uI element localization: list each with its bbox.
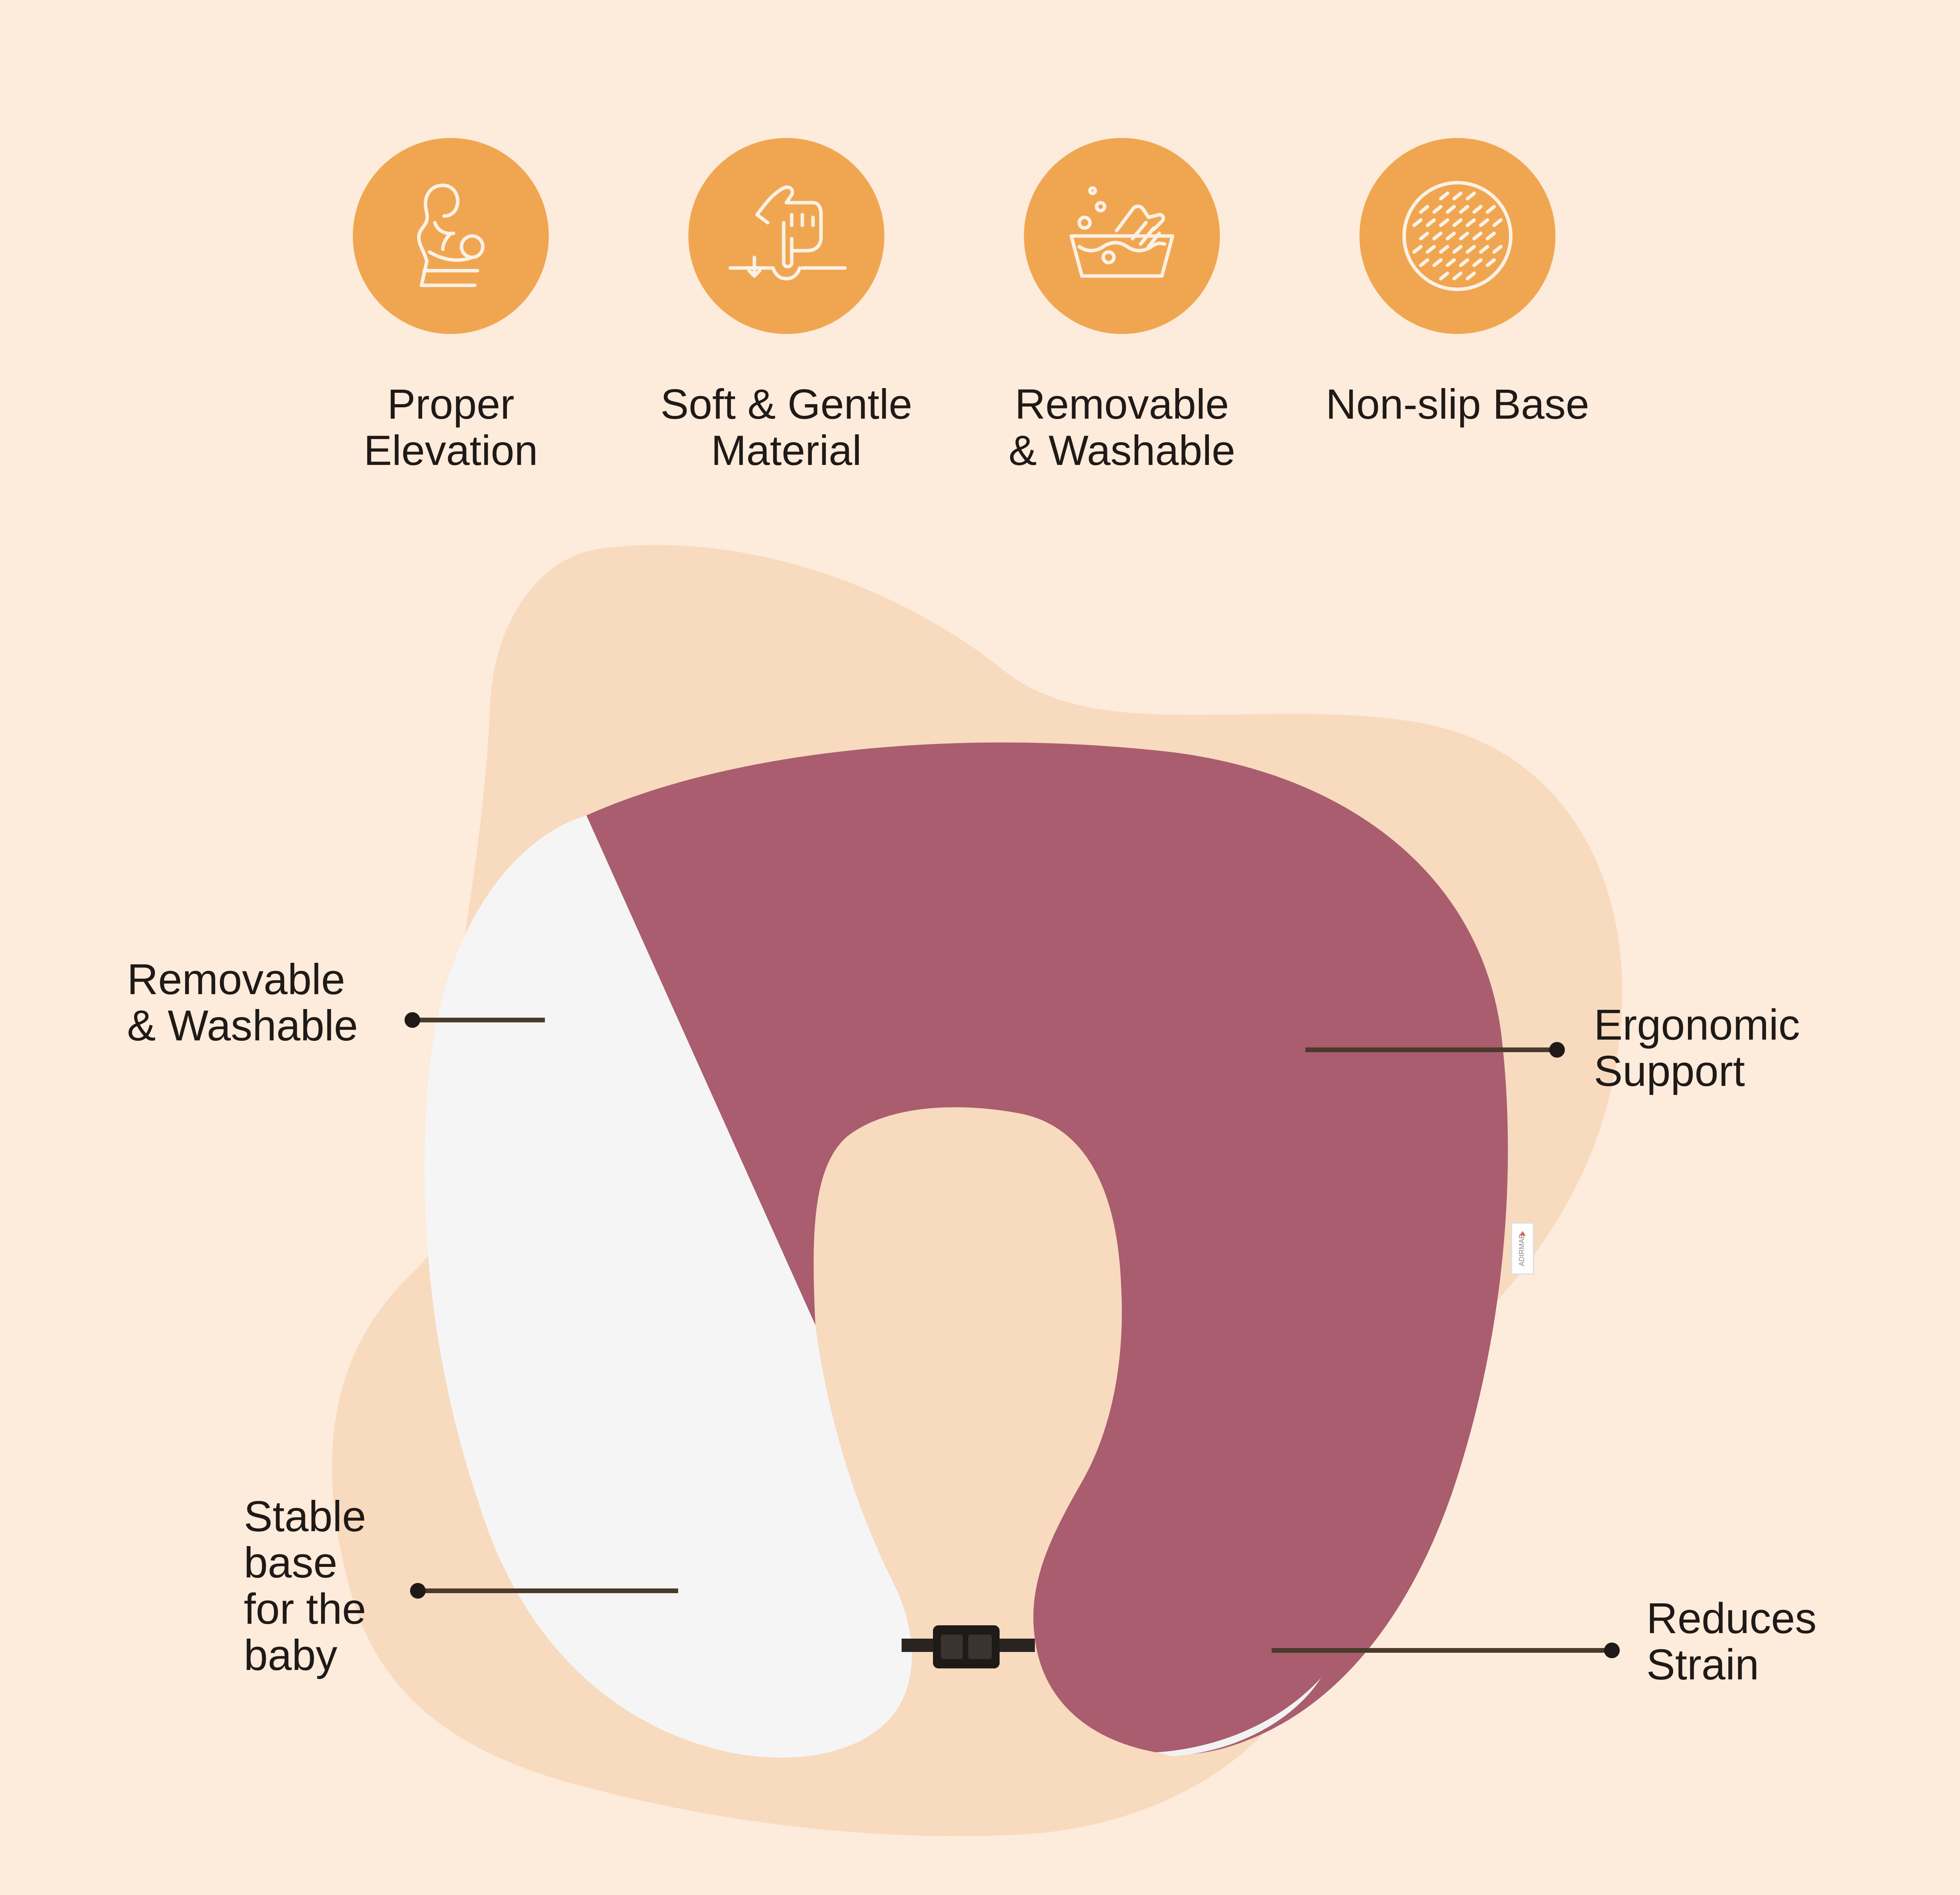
grip-dash [1452,271,1463,281]
grip-dash [1446,258,1456,267]
callout-removable-washable: Removable & Washable [127,955,358,1050]
grip-dash [1459,258,1469,267]
callout-stable-base: Stable base for the baby [244,1492,366,1679]
pillow-cover [586,742,1508,1755]
feature-circle [1359,138,1555,334]
product-tag-text: ADIRMAE [1518,1234,1526,1266]
feature-removable-washable: Removable & Washable [953,138,1290,474]
grip-dash [1472,205,1483,214]
grip-dash [1492,218,1503,227]
nursing-pillow-illustration: ADIRMAE [332,545,1622,1836]
grip-dash [1472,231,1483,241]
grip-dash [1452,218,1463,227]
grip-dash [1466,245,1476,254]
grip-dash [1492,245,1503,254]
grip-dash [1439,271,1449,281]
feature-proper-elevation: Proper Elevation [282,138,619,474]
grip-dash [1472,258,1483,267]
grip-dash [1466,218,1476,227]
feature-circle [688,138,884,334]
grip-dash [1432,258,1443,267]
feature-soft-gentle-material: Soft & Gentle Material [618,138,955,474]
product-tag: ADIRMAE [1511,1222,1534,1275]
grip-dash [1439,218,1449,227]
grip-dash [1412,245,1423,254]
grip-dash [1479,218,1489,227]
grip-dash [1419,231,1429,241]
grip-dash [1466,271,1476,281]
grip-dash [1412,218,1423,227]
grip-dash [1446,231,1456,241]
grip-dash [1479,245,1489,254]
feature-label: Soft & Gentle Material [660,380,913,474]
grip-dash [1439,245,1449,254]
hand-wash-basin-icon [1069,186,1174,278]
non-slip-dots-icon [1402,181,1513,291]
grip-dash [1486,205,1496,214]
feature-circle [353,138,549,334]
grip-dash [1459,205,1469,214]
grip-dash [1459,231,1469,241]
grip-dash [1486,231,1496,241]
grip-dash [1439,191,1449,201]
grip-dash [1452,191,1463,201]
breastfeeding-mother-icon [417,183,485,287]
feature-label: Proper Elevation [363,380,538,474]
callout-ergonomic-support: Ergonomic Support [1594,1001,1800,1095]
grip-dash [1486,258,1496,267]
grip-dash [1432,205,1443,214]
callout-reduces-strain: Reduces Strain [1646,1594,1817,1689]
grip-dash [1426,218,1436,227]
grip-dash [1452,245,1463,254]
pillow-insert-edge [1156,1678,1321,1756]
feature-non-slip-base: Non-slip Base [1289,138,1626,427]
grip-dash [1446,205,1456,214]
feature-label: Non-slip Base [1325,380,1590,428]
grip-dash [1419,258,1429,267]
feature-circle [1024,138,1220,334]
feature-label: Removable & Washable [1008,380,1236,474]
grip-dash [1426,245,1436,254]
pillow-insert [424,815,912,1758]
grip-dash [1419,205,1429,214]
callout-lines [405,1012,1620,1658]
grip-dash [1432,231,1443,241]
grip-dash [1466,191,1476,201]
finger-press-icon [728,185,847,281]
buckle-strap [902,1625,1035,1668]
